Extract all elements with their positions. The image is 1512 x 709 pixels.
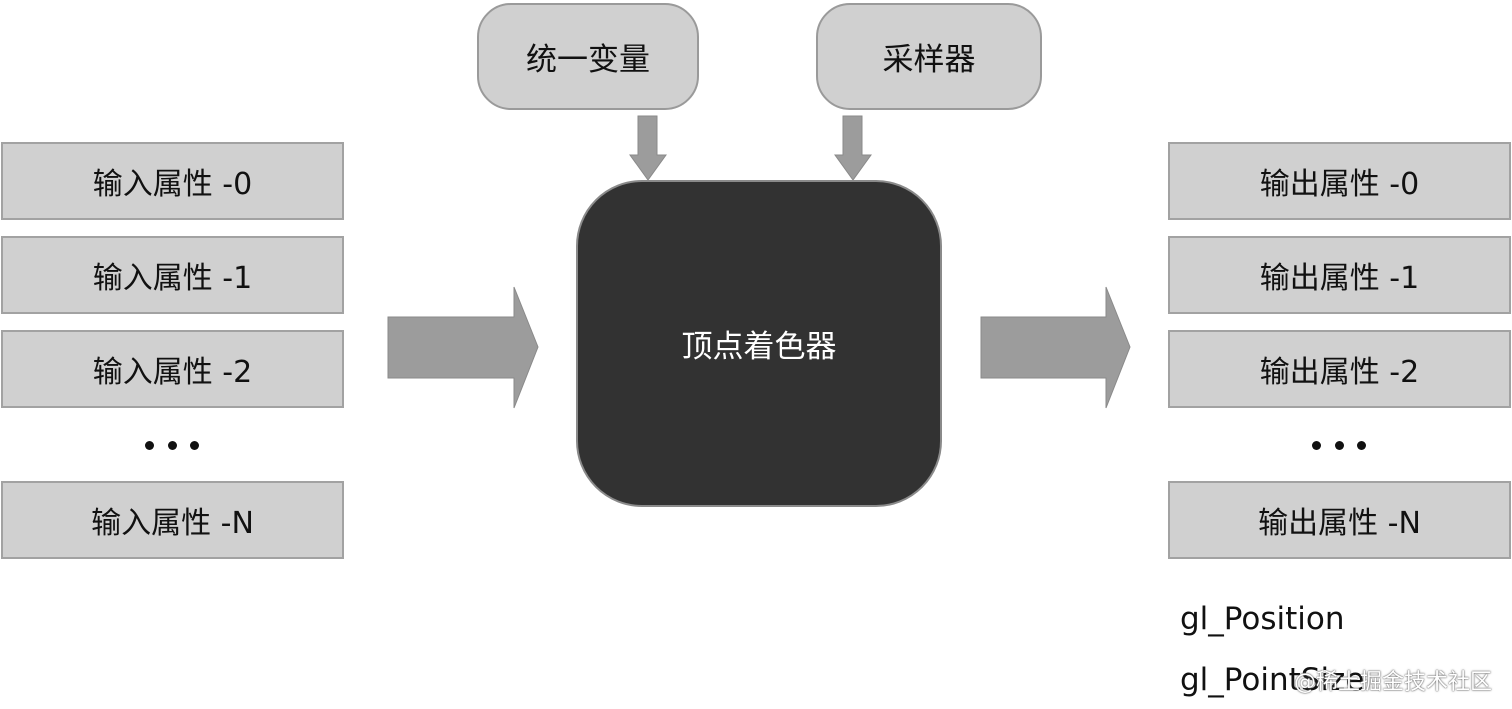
input-attribute-2: 输入属性 -2	[1, 330, 344, 408]
sampler-box: 采样器	[816, 3, 1042, 110]
output-attribute-label: 输出属性 -1	[1259, 261, 1420, 296]
uniform-label: 统一变量	[526, 42, 650, 78]
input-attribute-1: 输入属性 -1	[1, 236, 344, 314]
watermark: @稀土掘金技术社区	[1293, 670, 1492, 695]
input-arrow	[387, 286, 539, 409]
uniform-arrow	[629, 115, 667, 181]
gl-position-label: gl_Position	[1180, 601, 1345, 637]
output-ellipsis	[1312, 435, 1366, 455]
gl-pointsize-label: gl_PointSize	[1180, 662, 1365, 698]
output-attribute-n: 输出属性 -N	[1168, 481, 1511, 559]
output-attribute-label: 输出属性 -N	[1258, 506, 1421, 541]
input-ellipsis	[145, 435, 199, 455]
input-attribute-n: 输入属性 -N	[1, 481, 344, 559]
sampler-label: 采样器	[882, 42, 976, 78]
vertex-shader-box: 顶点着色器	[576, 180, 942, 507]
uniform-box: 统一变量	[477, 3, 699, 110]
input-attribute-label: 输入属性 -2	[92, 355, 253, 390]
input-attribute-label: 输入属性 -1	[92, 261, 253, 296]
input-attribute-label: 输入属性 -0	[92, 167, 253, 202]
output-arrow	[980, 286, 1131, 409]
sampler-arrow	[834, 115, 872, 181]
input-attribute-0: 输入属性 -0	[1, 142, 344, 220]
output-attribute-label: 输出属性 -2	[1259, 355, 1420, 390]
output-attribute-label: 输出属性 -0	[1259, 167, 1420, 202]
output-attribute-1: 输出属性 -1	[1168, 236, 1511, 314]
vertex-shader-label: 顶点着色器	[681, 329, 837, 365]
output-attribute-2: 输出属性 -2	[1168, 330, 1511, 408]
output-attribute-0: 输出属性 -0	[1168, 142, 1511, 220]
input-attribute-label: 输入属性 -N	[91, 506, 254, 541]
